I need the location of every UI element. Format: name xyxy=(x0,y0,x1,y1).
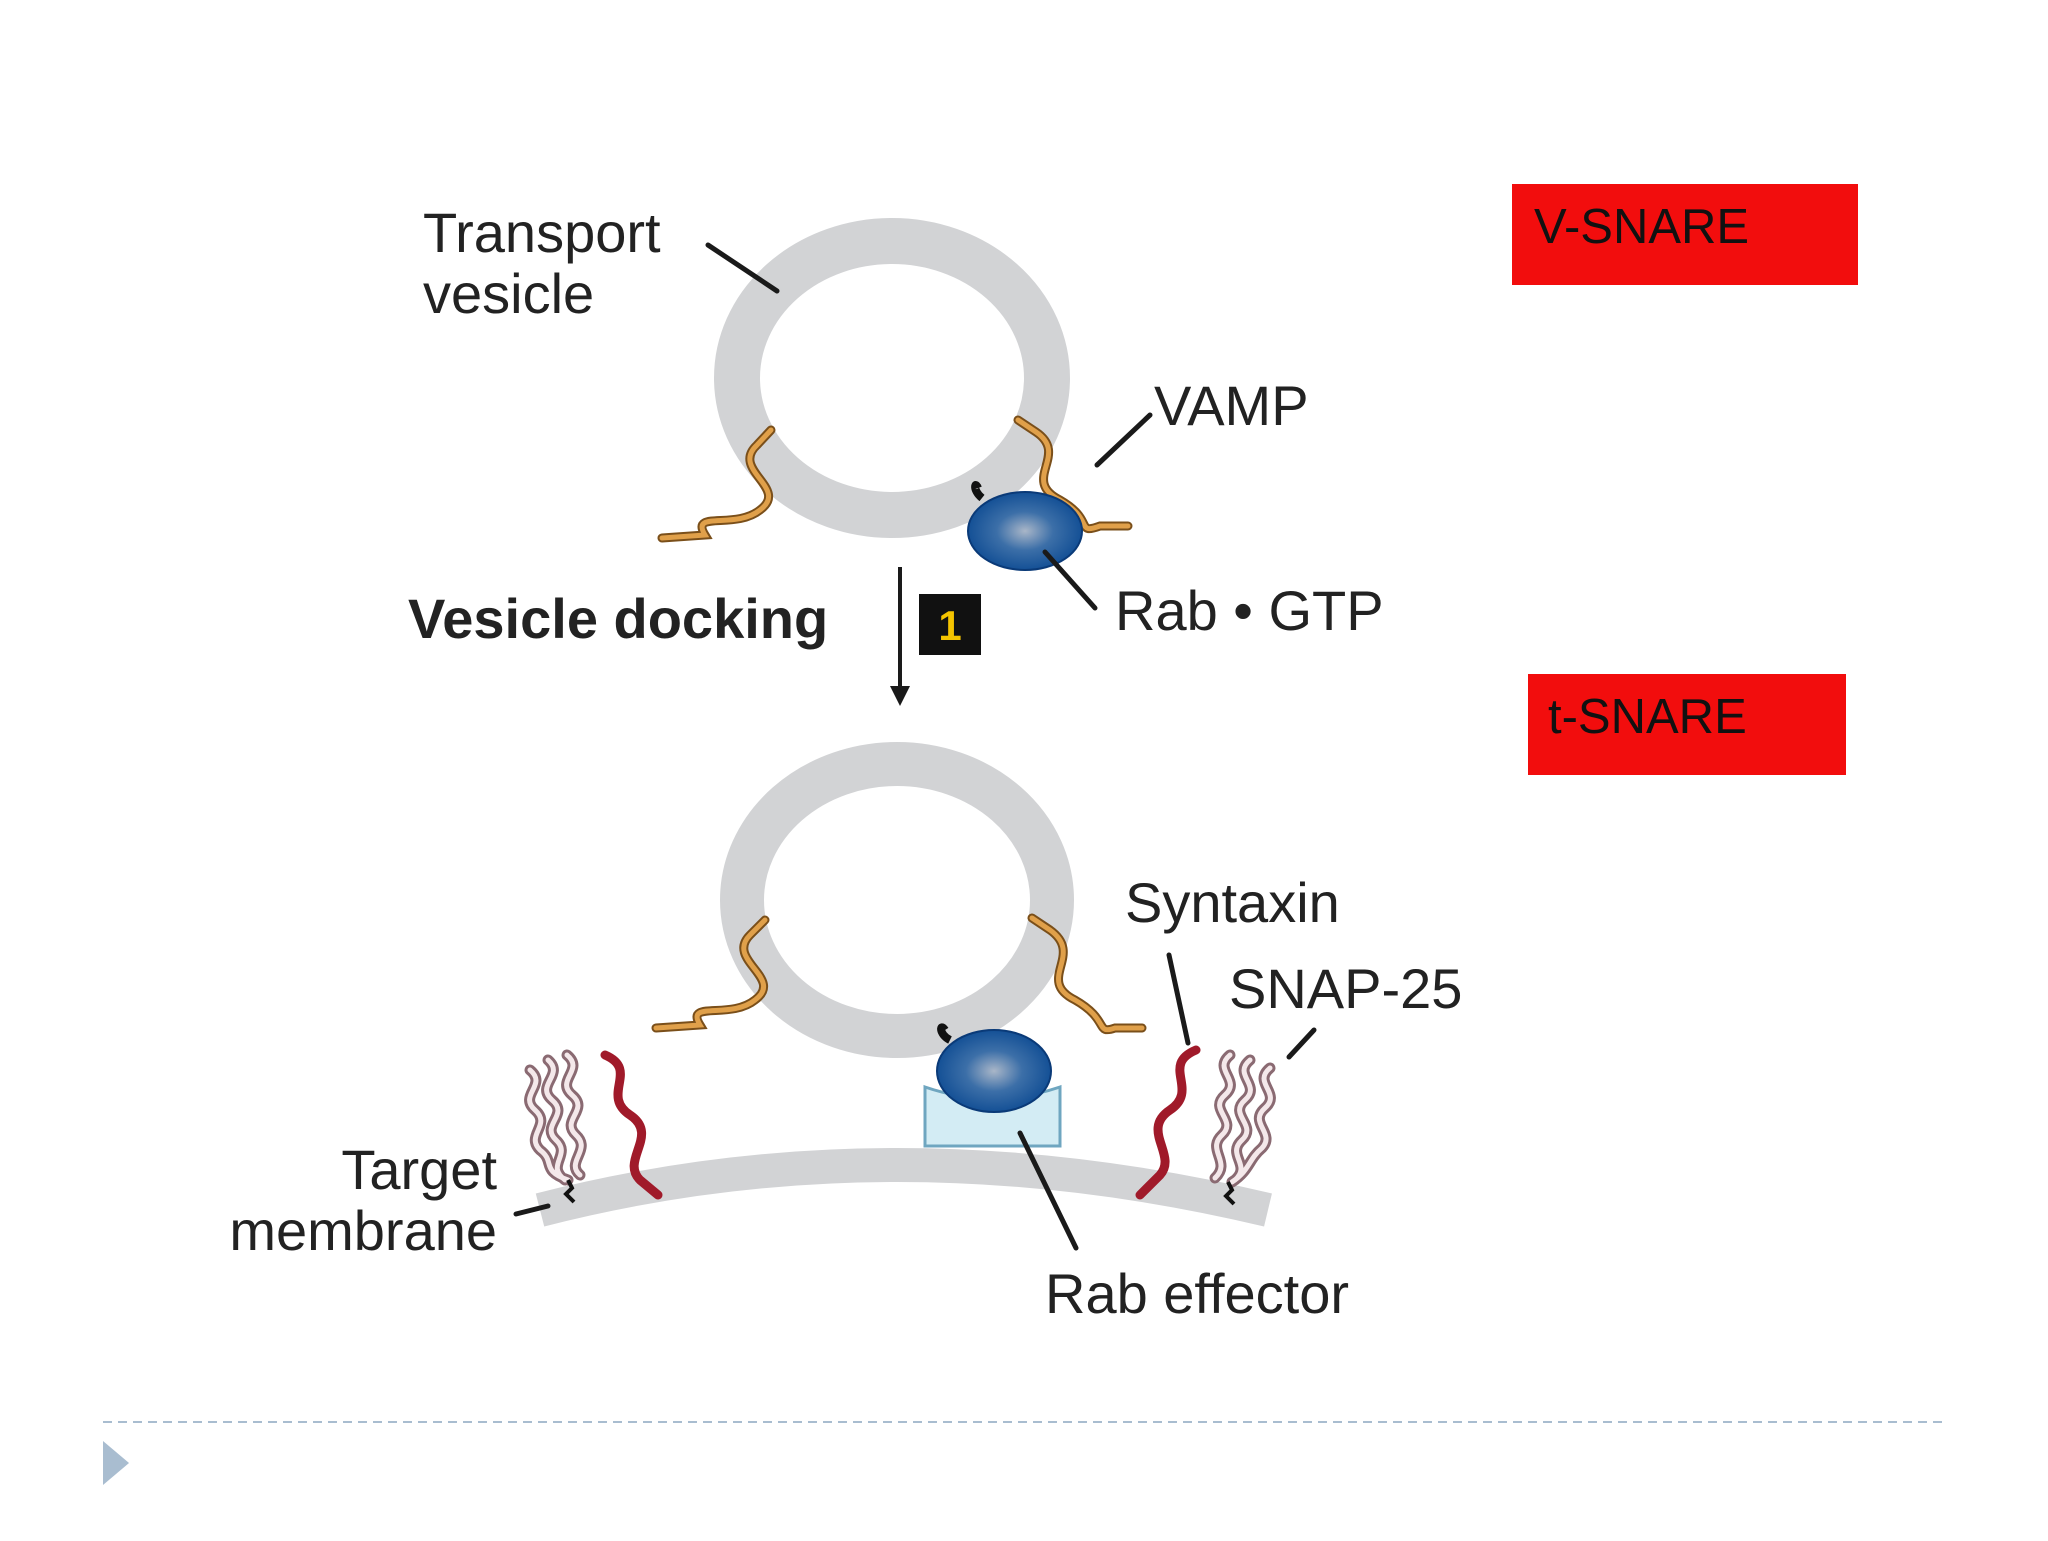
step-number-text: 1 xyxy=(938,602,961,649)
syntaxin-label: Syntaxin xyxy=(1125,871,1340,934)
t-snare-box xyxy=(1528,674,1846,775)
transport-vesicle-label-line1: Transport xyxy=(423,201,661,264)
snap25-leader xyxy=(1286,1027,1317,1060)
vesicle-docking-label: Vesicle docking xyxy=(408,587,828,650)
rab-gtp-bottom xyxy=(936,1023,1052,1113)
snap25-left xyxy=(524,1049,587,1204)
target-membrane-label-line2: membrane xyxy=(229,1199,497,1262)
docking-arrow xyxy=(890,567,910,706)
snap25-right xyxy=(1209,1049,1276,1206)
snap25-label: SNAP-25 xyxy=(1229,957,1462,1020)
vamp-right-bottom xyxy=(1027,913,1147,1035)
target-membrane xyxy=(535,1148,1272,1227)
t-snare-label: t-SNARE xyxy=(1548,690,1747,744)
v-snare-box xyxy=(1512,184,1858,285)
vamp-leader xyxy=(1094,412,1153,468)
t-snare-callout: t-SNARE xyxy=(1528,674,1846,775)
rab-effector-label: Rab effector xyxy=(1045,1262,1349,1325)
rab-effector-leader xyxy=(1017,1130,1079,1251)
target-membrane-label-line1: Target xyxy=(341,1138,497,1201)
vamp-left-bottom xyxy=(651,915,770,1033)
syntaxin-right xyxy=(1135,1045,1201,1200)
rab-gtp-label: Rab • GTP xyxy=(1115,579,1384,642)
v-snare-label: V-SNARE xyxy=(1534,200,1749,254)
rab-gtp-leader xyxy=(1042,549,1098,611)
transport-vesicle-leader xyxy=(705,242,780,294)
transport-vesicle-label-line2: vesicle xyxy=(423,262,594,325)
rab-gtp-top xyxy=(967,481,1083,571)
step-number-badge: 1 xyxy=(919,594,981,655)
v-snare-callout: V-SNARE xyxy=(1512,184,1858,285)
triangle-right-icon xyxy=(103,1441,129,1485)
vamp-left-top xyxy=(657,425,776,543)
vamp-label: VAMP xyxy=(1154,374,1309,437)
docked-vesicle xyxy=(720,742,1074,1058)
syntaxin-left xyxy=(600,1050,663,1200)
target-membrane-leader xyxy=(513,1203,551,1217)
transport-vesicle xyxy=(714,218,1070,538)
syntaxin-leader xyxy=(1166,952,1191,1046)
